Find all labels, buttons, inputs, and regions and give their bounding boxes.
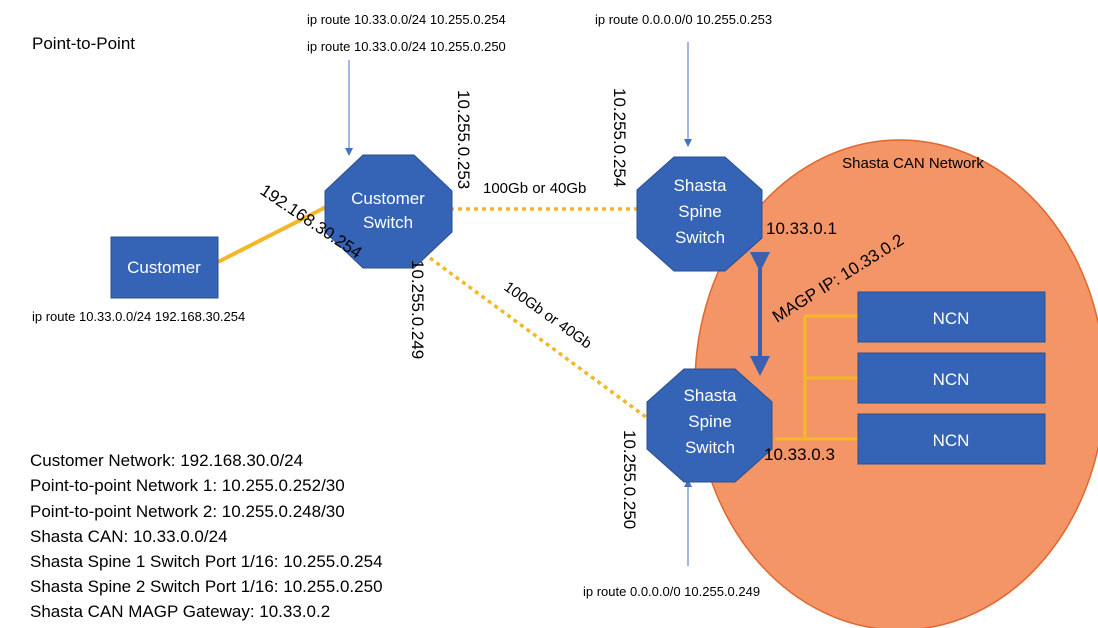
ip-spine2-port: 10.255.0.250 bbox=[620, 430, 639, 529]
customer-switch-node bbox=[324, 154, 453, 269]
legend-item: Point-to-point Network 1: 10.255.0.252/3… bbox=[30, 476, 345, 495]
ncn-node-3 bbox=[857, 413, 1046, 465]
customer-switch-label-1: Customer bbox=[351, 189, 425, 208]
spine2-label-1: Shasta bbox=[684, 386, 737, 405]
route-customer-switch-1: ip route 10.33.0.0/24 10.255.0.254 bbox=[307, 12, 506, 27]
link1-label: 100Gb or 40Gb bbox=[483, 180, 586, 197]
ncn-label-3: NCN bbox=[933, 431, 970, 450]
ip-cs-to-spine2: 10.255.0.249 bbox=[408, 260, 427, 359]
spine1-label-1: Shasta bbox=[674, 176, 727, 195]
ncn-node-1 bbox=[857, 291, 1046, 343]
link-switch-to-spine2 bbox=[428, 256, 652, 422]
link-customer-to-switch bbox=[217, 204, 329, 264]
customer-switch-label-2: Switch bbox=[363, 213, 413, 232]
ip-spine1-port: 10.255.0.254 bbox=[610, 88, 629, 187]
link2-label: 100Gb or 40Gb bbox=[501, 278, 595, 352]
legend-item: Shasta Spine 1 Switch Port 1/16: 10.255.… bbox=[30, 552, 383, 571]
network-label: Shasta CAN Network bbox=[842, 155, 984, 172]
route-spine1: ip route 0.0.0.0/0 10.255.0.253 bbox=[595, 12, 772, 27]
route-customer-switch-2: ip route 10.33.0.0/24 10.255.0.250 bbox=[307, 39, 506, 54]
ip-spine1-can: 10.33.0.1 bbox=[766, 219, 837, 238]
legend-item: Customer Network: 192.168.30.0/24 bbox=[30, 451, 303, 470]
spine1-label-3: Switch bbox=[675, 228, 725, 247]
spine1-label-2: Spine bbox=[678, 202, 721, 221]
legend-item: Shasta CAN: 10.33.0.0/24 bbox=[30, 527, 228, 546]
spine2-label-2: Spine bbox=[688, 412, 731, 431]
spine2-node bbox=[646, 368, 773, 483]
legend-item: Shasta CAN MAGP Gateway: 10.33.0.2 bbox=[30, 602, 330, 621]
route-spine2: ip route 0.0.0.0/0 10.255.0.249 bbox=[583, 584, 760, 599]
spine2-label-3: Switch bbox=[685, 438, 735, 457]
route-customer: ip route 10.33.0.0/24 192.168.30.254 bbox=[32, 309, 245, 324]
ncn-node-2 bbox=[857, 352, 1046, 404]
legend-item: Shasta Spine 2 Switch Port 1/16: 10.255.… bbox=[30, 577, 383, 596]
ncn-label-2: NCN bbox=[933, 370, 970, 389]
ncn-label-1: NCN bbox=[933, 309, 970, 328]
customer-node-label: Customer bbox=[127, 258, 201, 277]
legend-item: Point-to-point Network 2: 10.255.0.248/3… bbox=[30, 502, 345, 521]
spine1-node bbox=[636, 156, 763, 272]
diagram-title: Point-to-Point bbox=[32, 34, 135, 53]
ip-spine2-can: 10.33.0.3 bbox=[764, 445, 835, 464]
ip-cs-to-spine1: 10.255.0.253 bbox=[454, 90, 473, 189]
customer-node bbox=[110, 236, 219, 299]
legend: Customer Network: 192.168.30.0/24 Point-… bbox=[30, 451, 383, 621]
